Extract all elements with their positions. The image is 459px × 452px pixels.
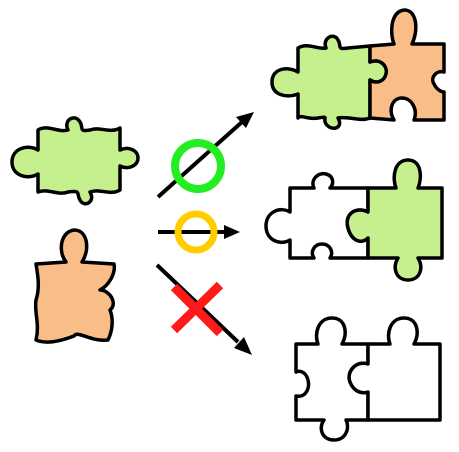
input-green-piece [12,118,138,204]
green-circle-mark [175,143,221,189]
outcome-arrow-good [158,112,254,197]
outcome-bad-assembly [296,318,440,440]
outcome-mid-assembly [266,160,442,280]
outcome-arrow-mid [158,214,240,250]
red-cross-mark [174,285,220,333]
arrowhead-icon [224,225,240,239]
input-orange-piece [36,230,115,342]
green-puzzle-piece [347,160,442,280]
outcome-arrow-bad [157,265,252,355]
green-puzzle-piece [12,118,138,204]
orange-puzzle-piece [36,230,115,342]
outcome-good-assembly [272,10,444,128]
